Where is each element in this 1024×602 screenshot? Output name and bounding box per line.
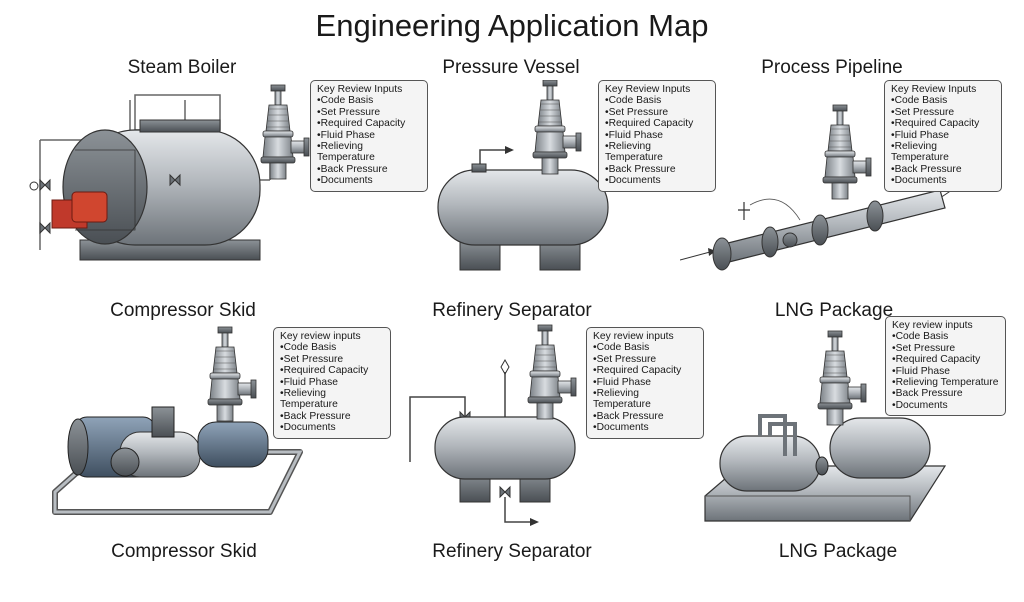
callout-item: Required Capacity [892,354,999,365]
callout-item: Set Pressure [317,107,421,118]
callout-item: Fluid Phase [891,130,995,141]
compressor-skid-card: Key review inputs Code Basis Set Pressur… [40,322,391,602]
callout-item: Documents [280,422,384,433]
callout-heading: Key Review Inputs [891,84,977,95]
process-pipeline-illustration [680,104,958,271]
callout-item: Relieving Temperature [280,388,384,411]
lng-package-callout: Key review inputs Code Basis Set Pressur… [885,316,1006,417]
page-title: Engineering Application Map [315,8,709,43]
callout-heading: Key review inputs [892,320,973,331]
lng-package-label: LNG Package [774,300,894,321]
callout-item: Set Pressure [892,343,999,354]
callout-item: Code Basis [317,95,421,106]
callout-item: Back Pressure [317,164,421,175]
callout-item: Code Basis [593,342,697,353]
callout-item: Set Pressure [605,107,709,118]
callout-item: Required Capacity [593,365,697,376]
callout-item: Documents [317,175,421,186]
compressor-skid-callout: Key review inputs Code Basis Set Pressur… [273,327,391,439]
callout-item: Back Pressure [892,388,999,399]
callout-item: Fluid Phase [605,130,709,141]
refinery-separator-card: Key review inputs Code Basis Set Pressur… [405,322,745,602]
callout-item: Set Pressure [891,107,995,118]
refinery-separator-callout: Key review inputs Code Basis Set Pressur… [586,327,704,439]
callout-item: Documents [605,175,709,186]
callout-item: Set Pressure [593,354,697,365]
callout-item: Set Pressure [280,354,384,365]
pressure-vessel-card: Key Review Inputs Code Basis Set Pressur… [420,80,760,360]
callout-item: Code Basis [892,331,999,342]
callout-item: Back Pressure [280,411,384,422]
callout-item: Documents [593,422,697,433]
callout-item: Fluid Phase [317,130,421,141]
refinery-separator-caption: Refinery Separator [432,541,592,562]
process-pipeline-card: Key Review Inputs Code Basis Set Pressur… [680,80,1020,360]
refinery-separator-illustration [409,324,577,526]
callout-item: Fluid Phase [593,377,697,388]
lng-package-card: Key review inputs Code Basis Set Pressur… [700,316,1024,596]
callout-item: Required Capacity [317,118,421,129]
callout-heading: Key Review Inputs [317,84,403,95]
steam-boiler-callout: Key Review Inputs Code Basis Set Pressur… [310,80,428,192]
callout-item: Code Basis [280,342,384,353]
callout-item: Back Pressure [605,164,709,175]
callout-item: Code Basis [605,95,709,106]
callout-heading: Key review inputs [593,331,674,342]
callout-item: Required Capacity [605,118,709,129]
pressure-vessel-illustration [437,80,609,271]
compressor-skid-label: Compressor Skid [110,300,256,321]
callout-item: Fluid Phase [280,377,384,388]
callout-item: Fluid Phase [892,366,999,377]
callout-item: Back Pressure [891,164,995,175]
callout-item: Relieving Temperature [892,377,999,388]
refinery-separator-label: Refinery Separator [432,300,592,321]
callout-item: Documents [892,400,999,411]
compressor-skid-illustration [52,326,303,515]
lng-package-caption: LNG Package [778,541,898,562]
callout-item: Back Pressure [593,411,697,422]
callout-item: Documents [891,175,995,186]
steam-boiler-label: Steam Boiler [127,57,237,78]
callout-item: Required Capacity [280,365,384,376]
callout-item: Code Basis [891,95,995,106]
pressure-vessel-callout: Key Review Inputs Code Basis Set Pressur… [598,80,716,192]
callout-item: Relieving Temperature [891,141,995,164]
steam-boiler-illustration [29,84,310,261]
callout-item: Relieving Temperature [593,388,697,411]
steam-boiler-card: Key Review Inputs Code Basis Set Pressur… [10,80,428,360]
callout-item: Required Capacity [891,118,995,129]
process-pipeline-label: Process Pipeline [761,57,903,78]
pressure-vessel-label: Pressure Vessel [442,57,580,78]
callout-heading: Key Review Inputs [605,84,691,95]
lng-package-illustration [704,330,947,522]
callout-item: Relieving Temperature [605,141,709,164]
process-pipeline-callout: Key Review Inputs Code Basis Set Pressur… [884,80,1002,192]
callout-heading: Key review inputs [280,331,361,342]
callout-item: Relieving Temperature [317,141,421,164]
compressor-skid-caption: Compressor Skid [111,541,257,562]
